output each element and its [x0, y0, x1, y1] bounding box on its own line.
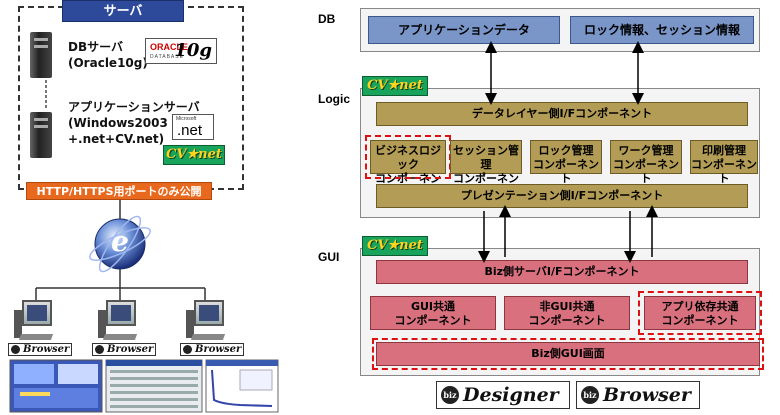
client-browser-label: Browser — [8, 343, 72, 356]
app-server-icon — [30, 112, 52, 158]
oracle-sub: DATABASE — [150, 54, 184, 60]
biz-server-if-component: Biz側サーバI/Fコンポーネント — [376, 260, 748, 284]
layer-label-db: DB — [318, 12, 336, 26]
server-title: サーバ — [62, 0, 184, 22]
highlight-app-dependent — [638, 291, 762, 335]
logic-component-work: ワーク管理コンポーネント — [610, 140, 682, 185]
gui-common-component: GUI共通コンポーネント — [370, 296, 496, 330]
oracle-brand: ORACLE — [150, 42, 188, 52]
client-browser-label: Browser — [92, 343, 156, 356]
logic-component-session: セッション管理コンポーネント — [450, 140, 522, 199]
data-layer-if-component: データレイヤー側I/Fコンポーネント — [376, 102, 748, 126]
db-server-sub: (Oracle10g) — [68, 56, 148, 70]
app-server-label: アプリケーションサーバ — [68, 100, 200, 114]
internet-letter: e — [111, 225, 129, 258]
client-pc-icon — [186, 300, 226, 344]
cvnet-logo-logic: CV★net — [362, 76, 428, 96]
logic-component-lock: ロック管理コンポーネント — [530, 140, 602, 185]
port-banner: HTTP/HTTPS用ポートのみ公開 — [26, 182, 212, 200]
non-gui-common-component: 非GUI共通コンポーネント — [504, 296, 630, 330]
oracle-logo: ORACLE DATABASE 10g — [145, 38, 217, 64]
db-server-label: DBサーバ — [68, 40, 123, 54]
logic-component-business-logic: ビジネスロジックコンポーネント — [370, 140, 446, 199]
db-server-icon — [30, 32, 52, 78]
oracle-version: 10g — [174, 40, 212, 61]
layer-label-gui: GUI — [318, 250, 340, 264]
logic-component-print: 印刷管理コンポーネント — [690, 140, 758, 185]
app-dependent-common-component: アプリ依存共通コンポーネント — [644, 296, 756, 330]
app-server-os: (Windows2003 — [68, 116, 168, 130]
dotnet-logo: Microsoft .net — [172, 114, 214, 140]
db-application-data: アプリケーションデータ — [368, 16, 560, 44]
cvnet-logo-server: CV★net — [163, 145, 225, 165]
dotnet-small: Microsoft — [176, 116, 197, 122]
client-browser-label: Browser — [180, 343, 244, 356]
highlight-biz-gui-screen — [372, 338, 764, 370]
app-server-stack: +.net+CV.net) — [68, 132, 165, 146]
biz-gui-screen: Biz側GUI画面 — [376, 342, 760, 366]
client-pc-icon — [98, 300, 138, 344]
client-pc-icon — [14, 300, 54, 344]
cvnet-logo-gui: CV★net — [362, 236, 428, 256]
db-lock-session-info: ロック情報、セッション情報 — [570, 16, 754, 44]
dotnet-text: .net — [177, 122, 203, 139]
presentation-if-component: プレゼンテーション側I/Fコンポーネント — [376, 184, 748, 208]
biz-badge-icon: biz — [441, 386, 459, 404]
layer-label-logic: Logic — [318, 92, 350, 106]
biz-badge-icon: biz — [581, 386, 599, 404]
